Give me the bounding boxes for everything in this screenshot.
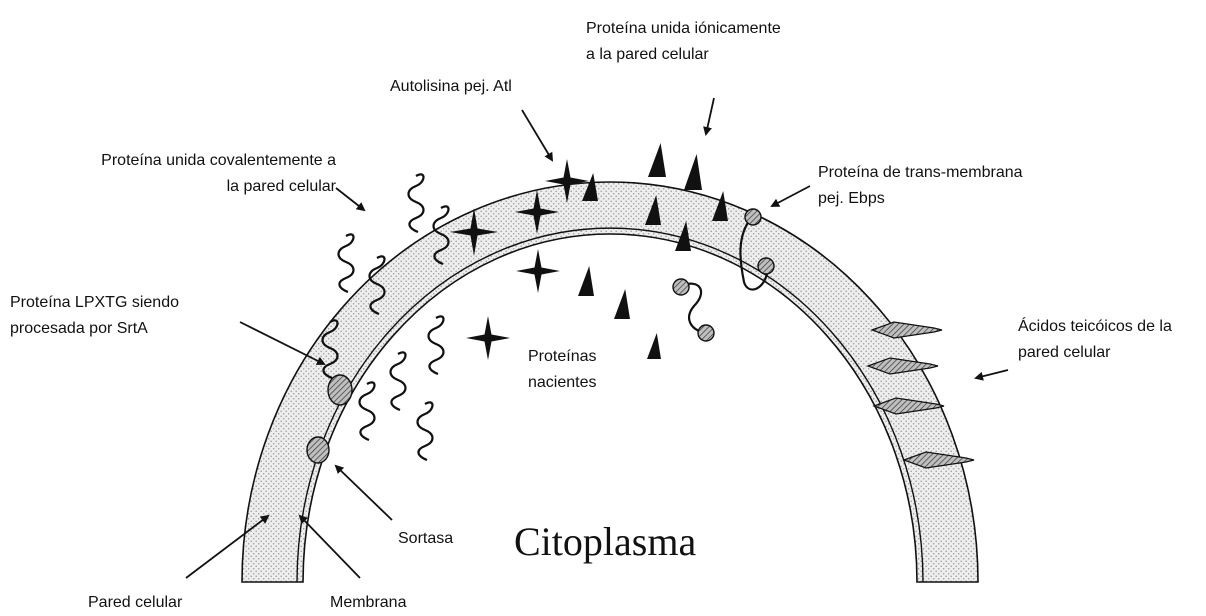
transmembrane-protein-bead bbox=[745, 209, 761, 225]
protein-squiggle bbox=[339, 234, 354, 292]
protein-triangle bbox=[647, 333, 661, 359]
protein-triangle bbox=[648, 143, 666, 177]
transmembrane-protein-bead bbox=[758, 258, 774, 274]
ionic-protein-arrow bbox=[706, 98, 714, 134]
lpxtg-arrow bbox=[240, 322, 324, 364]
protein-triangle bbox=[578, 266, 594, 296]
protein-squiggle bbox=[418, 402, 433, 460]
label-nascent-proteins: Proteínas nacientes bbox=[528, 344, 597, 396]
label-ionic-protein: Proteína unida iónicamente a la pared ce… bbox=[586, 16, 781, 68]
autolysin-star bbox=[516, 249, 560, 293]
nascent-protein-bead bbox=[673, 279, 689, 295]
label-sortase: Sortasa bbox=[398, 526, 453, 552]
transmembrane-arrow bbox=[772, 186, 810, 206]
protein-squiggle bbox=[409, 174, 424, 232]
nascent-protein-bead bbox=[698, 325, 714, 341]
label-autolysin: Autolisina pej. Atl bbox=[390, 74, 512, 100]
sortase-disc bbox=[307, 437, 329, 463]
protein-squiggle bbox=[391, 352, 406, 410]
protein-triangle bbox=[684, 154, 702, 190]
label-membrane: Membrana bbox=[330, 590, 406, 616]
label-transmembrane-protein: Proteína de trans-membrana pej. Ebps bbox=[818, 160, 1023, 212]
membrane-arrow bbox=[300, 516, 360, 578]
protein-squiggle bbox=[429, 316, 444, 374]
label-lpxtg-protein: Proteína LPXTG siendo procesada por SrtA bbox=[10, 290, 179, 342]
label-teichoic-acids: Ácidos teicóicos de la pared celular bbox=[1018, 314, 1172, 366]
lpxtg-sortase-disc bbox=[328, 375, 352, 405]
protein-triangle bbox=[614, 289, 630, 319]
protein-squiggle bbox=[360, 382, 375, 440]
covalent-protein-arrow bbox=[336, 188, 364, 210]
label-cytoplasm: Citoplasma bbox=[514, 518, 696, 565]
autolysin-star bbox=[466, 316, 510, 360]
teichoic-acid-arrow bbox=[976, 370, 1008, 378]
label-covalent-protein: Proteína unida covalentemente a la pared… bbox=[22, 148, 336, 200]
label-cell-wall: Pared celular bbox=[88, 590, 182, 616]
autolysin-arrow bbox=[522, 110, 552, 160]
sortase-arrow bbox=[336, 466, 392, 520]
